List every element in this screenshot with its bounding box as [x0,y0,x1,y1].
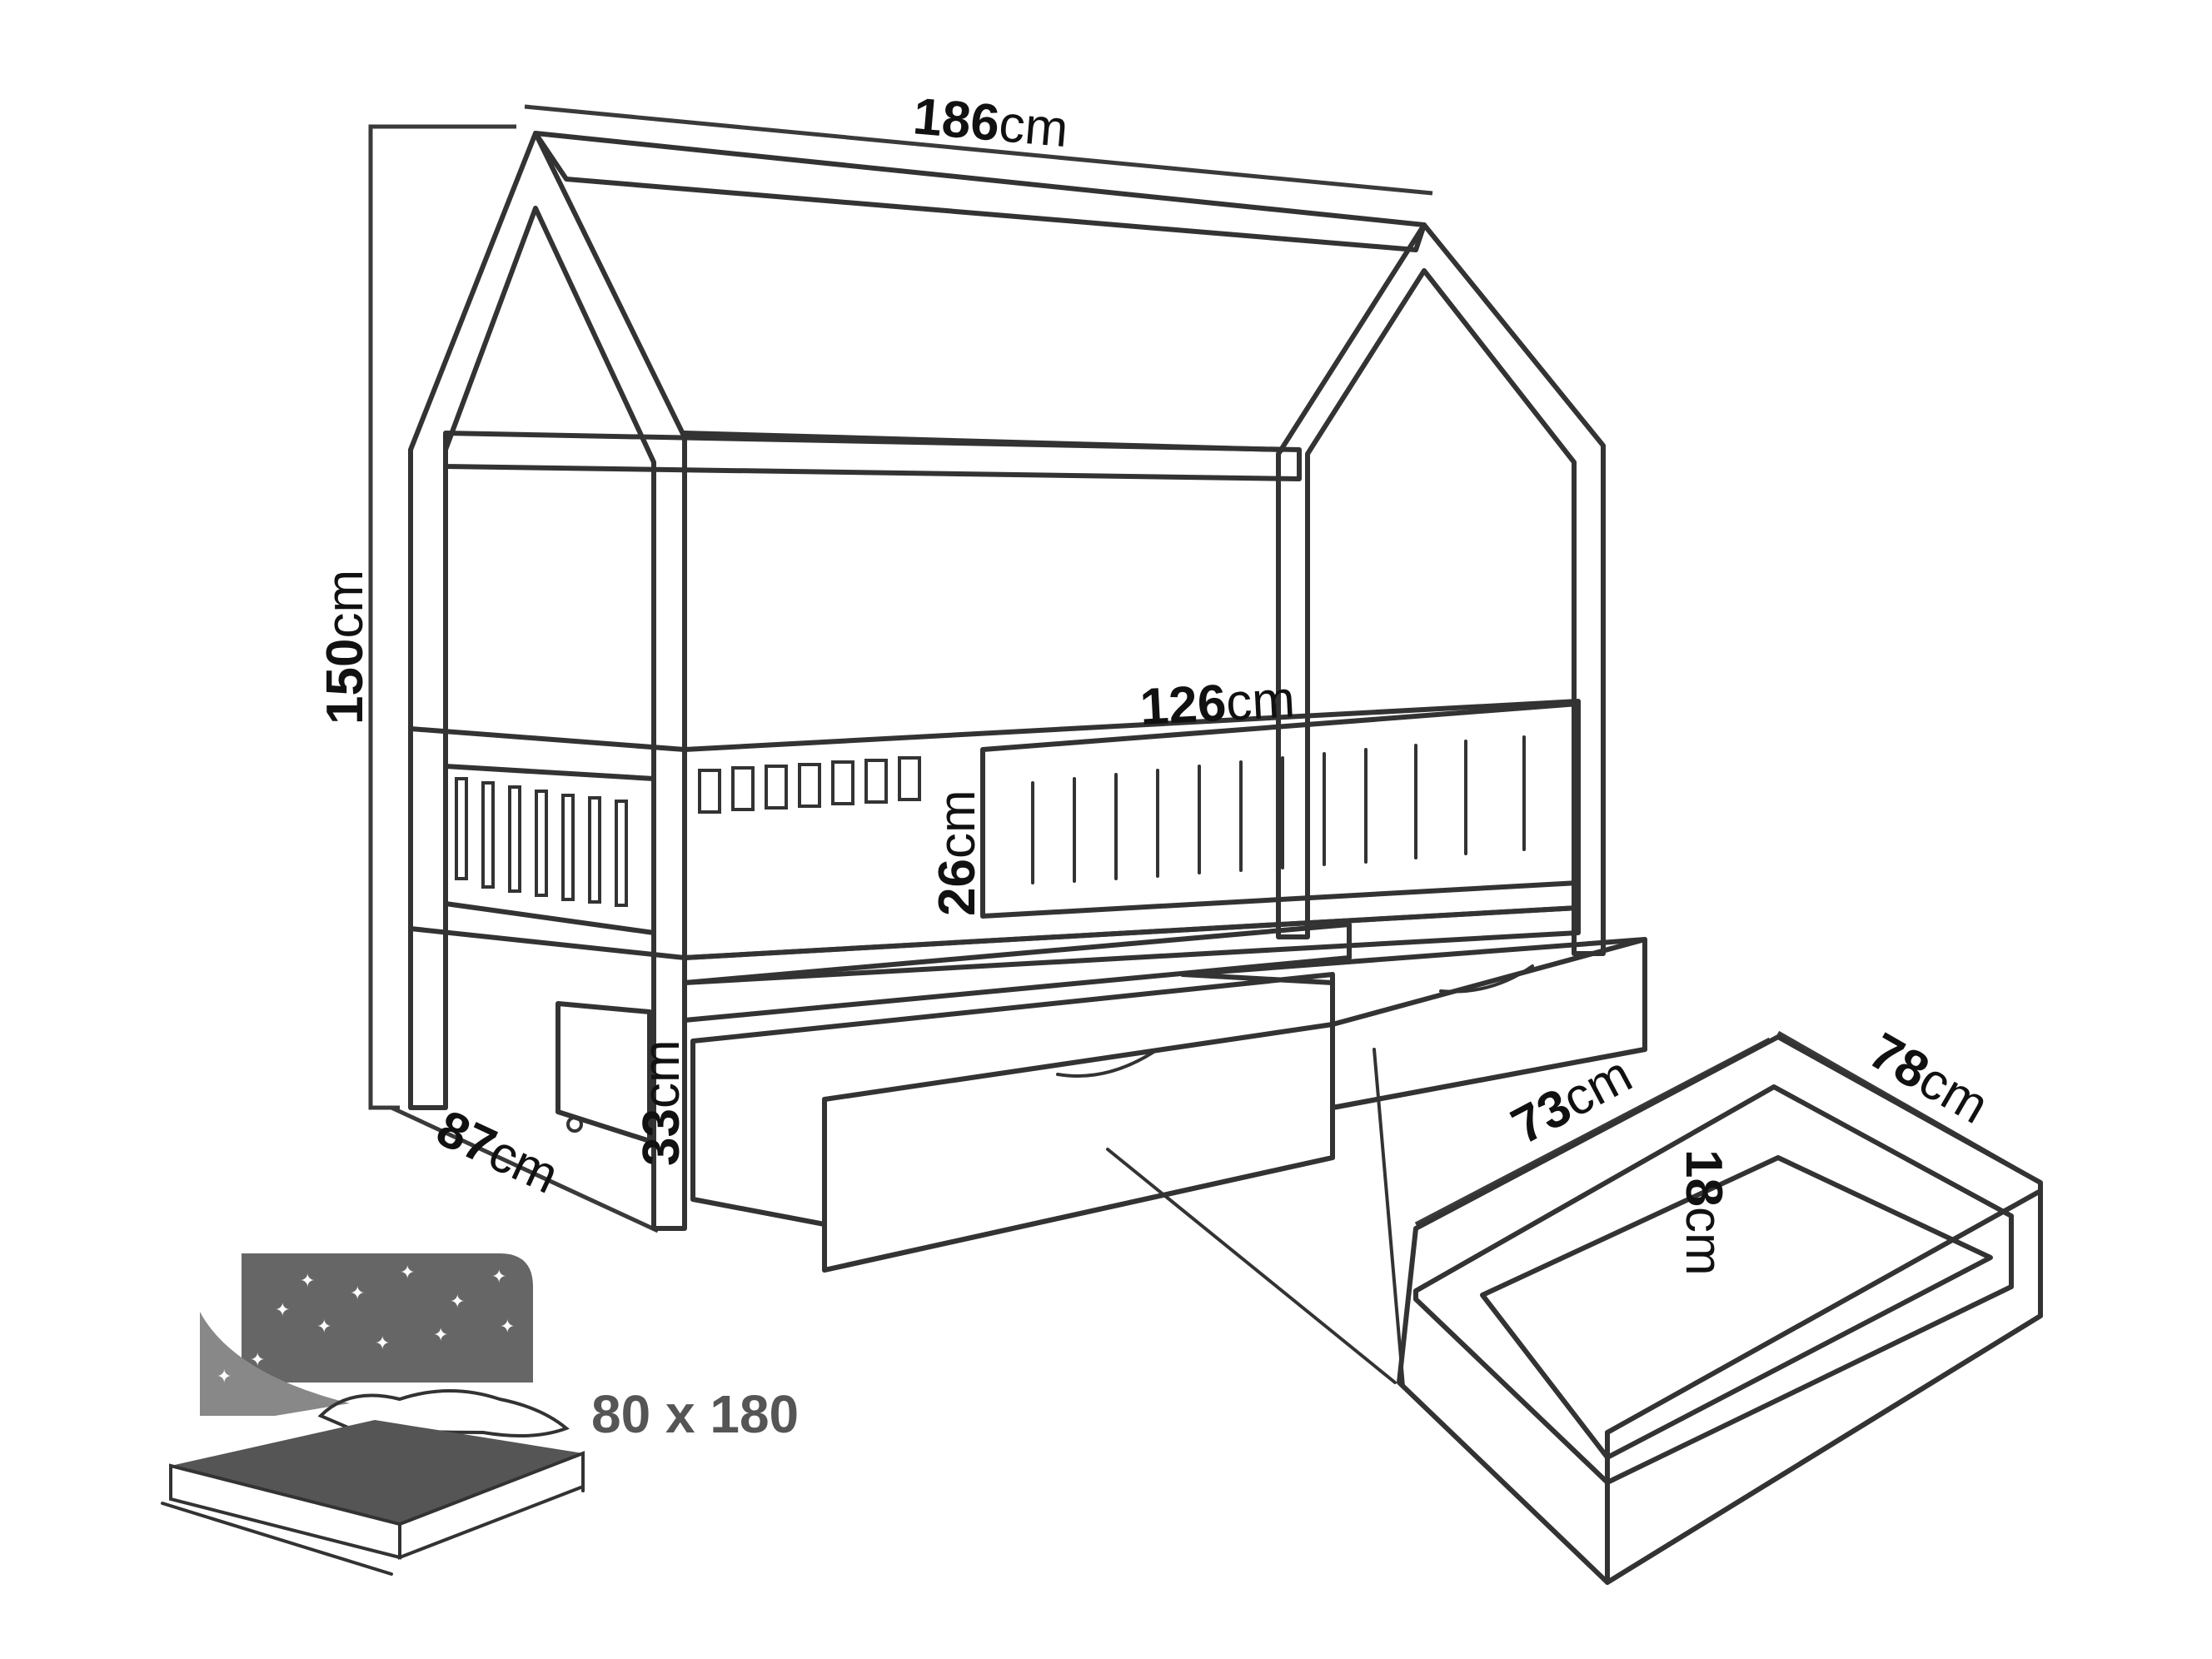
rear-leg-box [555,1001,652,1143]
drawer-1-handle [1056,1048,1159,1078]
svg-text:✦: ✦ [491,1267,506,1288]
svg-text:✦: ✦ [217,1367,232,1387]
head-rail-inner [443,764,656,935]
guard-panel [980,701,1581,919]
drawer-detail-inner [1413,1084,2014,1485]
blanket-fold [200,1312,350,1416]
svg-text:✦: ✦ [275,1300,290,1321]
width-dimension-line [390,1105,660,1233]
drawer-1 [690,972,1335,1273]
mattress-length-arrow [161,1502,393,1576]
drawer-detail-front [1605,1188,2043,1585]
svg-text:✦: ✦ [316,1317,331,1338]
svg-text:✦: ✦ [500,1317,515,1338]
ridge-beam [533,131,1427,252]
length-label: 186cm [911,87,1070,158]
leg-height-label: 33cm [633,1039,690,1166]
svg-text:✦: ✦ [433,1325,448,1346]
mattress-top [171,1420,583,1524]
svg-text:✦: ✦ [375,1333,390,1354]
inner-rail-label: 126cm [1138,670,1296,736]
guard-panel-slats [1031,735,1526,884]
drawer-callout-line [1373,1048,1405,1388]
height-label: 150cm [316,570,374,725]
svg-text:✦: ✦ [400,1263,415,1283]
back-gable [1276,222,1606,956]
svg-text:✦: ✦ [250,1350,265,1371]
front-gable [408,131,687,1231]
lower-board [682,922,1352,1023]
base-board [682,905,1581,985]
under-bed-drawers [555,937,1647,1273]
drawer-detail [1397,1034,2043,1585]
right-eave-beam [682,431,1285,452]
drawer-2-handle [1439,964,1534,994]
drawer-callout-line [1106,1148,1397,1384]
rail-height-label: 26cm [929,790,986,916]
bed-rails [408,699,1581,1023]
drawer-height-label: 18cm [1675,1149,1732,1276]
long-rail-slats [698,756,921,814]
length-dimension-line [524,104,1433,196]
stars: ✦ ✦ ✦ ✦ ✦ ✦ ✦ ✦ ✦ ✦ ✦ ✦ [217,1263,515,1387]
width-label: 87cm [428,1099,567,1205]
height-dimension-line [368,124,516,1110]
headboard-starry [242,1253,533,1382]
bed-frame [408,131,1606,1231]
svg-text:✦: ✦ [300,1271,315,1292]
svg-text:✦: ✦ [450,1292,465,1313]
mattress-illustration: ✦ ✦ ✦ ✦ ✦ ✦ ✦ ✦ ✦ ✦ ✦ ✦ [161,1253,585,1576]
mattress-size-label: 80 x 180 [591,1384,799,1444]
drawer-1-front [822,1022,1335,1273]
drawer-2-front [1330,937,1647,1110]
drawer-detail-bottom [1480,1155,1993,1460]
head-rail-slats [455,777,628,907]
svg-text:✦: ✦ [350,1283,365,1304]
